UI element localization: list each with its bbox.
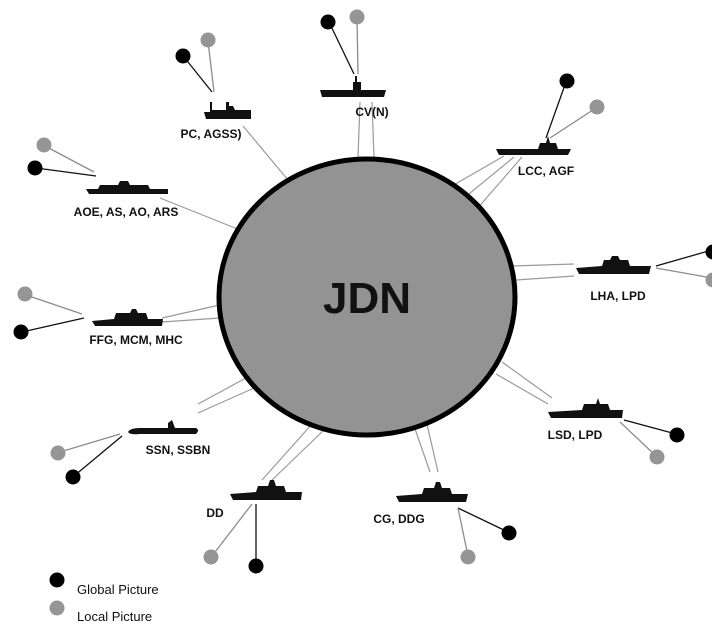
cvn-global-marker	[320, 14, 336, 30]
legend: Global Picture Local Picture	[49, 572, 159, 624]
ship-pc: PC, AGSS)	[175, 32, 251, 141]
lcc-ship-icon	[496, 136, 571, 155]
lcc-local-marker	[589, 99, 605, 115]
lsd-global-marker	[669, 427, 685, 443]
legend-global-label: Global Picture	[77, 582, 159, 597]
aoe-label: AOE, AS, AO, ARS	[74, 205, 179, 219]
lsd-ship-icon	[548, 398, 623, 418]
ssn-ship-icon	[128, 420, 198, 435]
lcc-global-marker	[559, 73, 575, 89]
ffg-label: FFG, MCM, MHC	[89, 333, 183, 347]
ship-dd: DD	[203, 480, 302, 574]
lha-ship-icon	[576, 256, 651, 274]
ffg-ship-icon	[92, 309, 163, 326]
ffg-global-marker	[13, 324, 29, 340]
ship-lsd: LSD, LPD	[548, 398, 685, 465]
pc-ship-icon	[204, 102, 251, 119]
pc-label: PC, AGSS)	[181, 127, 242, 141]
ssn-local-marker	[50, 445, 66, 461]
ship-cg: CG, DDG	[373, 482, 517, 565]
ship-ssn: SSN, SSBN	[50, 420, 211, 485]
dd-label: DD	[206, 506, 224, 520]
ship-cvn: CV(N)	[320, 9, 389, 119]
lha-label: LHA, LPD	[590, 289, 646, 303]
ship-ffg: FFG, MCM, MHC	[13, 286, 183, 347]
aoe-global-marker	[27, 160, 43, 176]
cvn-local-marker	[349, 9, 365, 25]
ssn-global-marker	[65, 469, 81, 485]
cg-global-marker	[501, 525, 517, 541]
jdn-hub	[216, 156, 518, 438]
dd-global-marker	[248, 558, 264, 574]
cvn-label: CV(N)	[355, 105, 388, 119]
network-links	[159, 101, 575, 483]
lcc-label: LCC, AGF	[518, 164, 574, 178]
cg-ship-icon	[396, 482, 468, 502]
dd-ship-icon	[230, 480, 302, 500]
lha-global-marker	[705, 244, 712, 260]
pc-global-marker	[175, 48, 191, 64]
cg-label: CG, DDG	[373, 512, 424, 526]
pc-local-marker	[200, 32, 216, 48]
legend-global-marker	[49, 572, 65, 588]
jdn-hub-label: JDN	[323, 274, 411, 323]
legend-local-label: Local Picture	[77, 609, 152, 624]
lsd-label: LSD, LPD	[548, 428, 603, 442]
aoe-ship-icon	[86, 181, 168, 194]
ssn-label: SSN, SSBN	[146, 443, 211, 457]
cg-local-marker	[460, 549, 476, 565]
ship-aoe: AOE, AS, AO, ARS	[27, 137, 179, 219]
dd-local-marker	[203, 549, 219, 565]
lha-local-marker	[705, 272, 712, 288]
ship-lcc: LCC, AGF	[496, 73, 605, 178]
legend-local-marker	[49, 600, 65, 616]
aoe-local-marker	[36, 137, 52, 153]
ship-lha: LHA, LPD	[576, 244, 712, 303]
cvn-ship-icon	[320, 76, 386, 97]
lsd-local-marker	[649, 449, 665, 465]
ffg-local-marker	[17, 286, 33, 302]
